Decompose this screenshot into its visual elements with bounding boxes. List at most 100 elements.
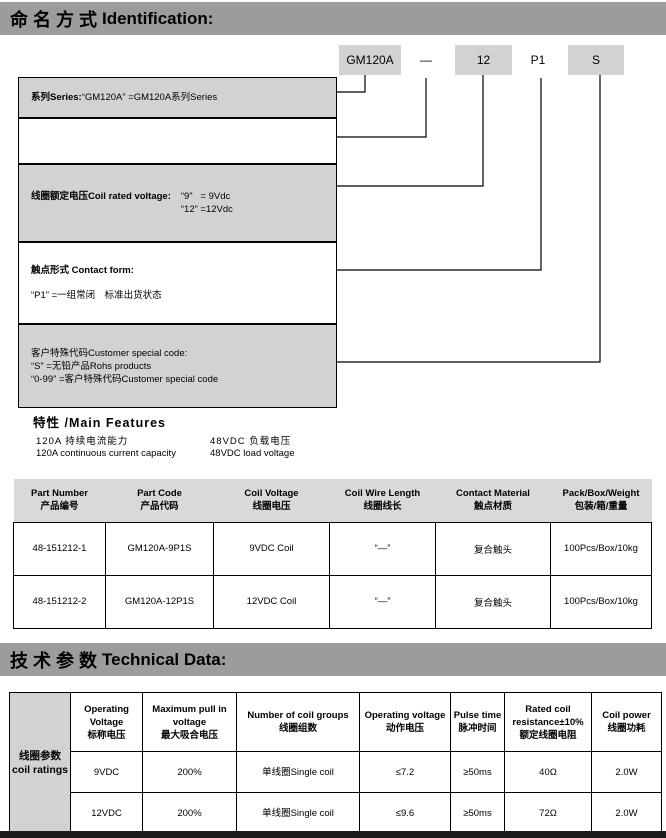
col-coil-groups-zh: 线圈组数 <box>278 723 317 734</box>
customer-code-line3: “0-99” =客户特殊代码Customer special code <box>31 373 219 385</box>
identification-title-en: Identification: <box>102 8 214 28</box>
part-table-row: 48-151212-1 GM120A-9P1S 9VDC Coil “—” 复合… <box>13 521 652 576</box>
col-operating-voltage-en: Operating Voltage <box>84 703 129 728</box>
col-part-number-zh: 产品编号 <box>40 501 79 513</box>
col-action-voltage: Operating voltage 动作电压 <box>359 692 451 752</box>
table-cell: 12VDC <box>70 792 143 834</box>
table-cell: 12VDC Coil <box>213 574 330 629</box>
coil-voltage-label: 线圈额定电压Coil rated voltage: <box>31 191 171 202</box>
coil-voltage-value-12: “12” =12Vdc <box>180 204 233 215</box>
col-coil-wire-length-zh: 线圈线长 <box>363 501 402 513</box>
tech-table-row: 9VDC 200% 单线圈Single coil ≤7.2 ≥50ms 40Ω … <box>10 751 662 793</box>
connector-line-series <box>337 75 366 93</box>
table-cell: 2.0W <box>591 751 662 793</box>
technical-title-en: Technical Data: <box>102 649 227 669</box>
col-pack-box-weight-en: Pack/Box/Weight <box>562 488 640 500</box>
table-cell: 单线圈Single coil <box>236 751 360 793</box>
code-part-special-code: S <box>568 45 624 75</box>
connector-line-voltage <box>337 75 484 187</box>
col-max-pull-in-voltage-en: Maximum pull in voltage <box>152 703 227 728</box>
series-explanation-text: 系列Series:“GM120A” =GM120A系列Series <box>31 91 330 104</box>
table-cell: ≥50ms <box>450 751 505 793</box>
customer-code-line2: “S” =无铅产品Rohs products <box>31 360 152 372</box>
table-cell: 72Ω <box>504 792 592 834</box>
col-rated-coil-resistance: Rated coil resistance±10%额定线圈电阻 <box>504 692 592 752</box>
table-cell: “—” <box>329 574 436 629</box>
table-cell: 2.0W <box>591 792 662 834</box>
col-max-pull-in-voltage-zh: 最大吸合电压 <box>160 729 218 741</box>
coil-ratings-label-zh: 线圈参数 <box>19 750 61 762</box>
feature-current-capacity-zh: 120A 持续电流能力 <box>36 436 129 447</box>
col-contact-material-zh: 触点材质 <box>473 501 512 513</box>
technical-title-zh: 技术参数 <box>10 650 102 671</box>
table-cell: 9VDC Coil <box>213 521 330 576</box>
table-cell: “—” <box>329 521 436 576</box>
table-cell: 48-151212-1 <box>13 521 106 576</box>
col-operating-voltage-zh: 标称电压 <box>87 729 126 741</box>
table-cell: ≤9.6 <box>359 792 451 834</box>
feature-current-capacity-en: 120A continuous current capacity <box>36 448 176 459</box>
table-cell: 200% <box>142 792 237 834</box>
series-value: “GM120A” =GM120A系列Series <box>81 92 218 103</box>
table-cell: 单线圈Single coil <box>236 792 360 834</box>
code-part-voltage: 12 <box>455 45 512 75</box>
coil-voltage-explanation-box: 线圈额定电压Coil rated voltage: “9” = 9Vdc “12… <box>18 164 337 242</box>
feature-load-voltage-en: 48VDC load voltage <box>210 448 295 459</box>
connector-line-special-code <box>337 75 601 363</box>
col-part-code-zh: 产品代码 <box>140 501 179 513</box>
table-cell: 100Pcs/Box/10kg <box>550 521 652 576</box>
bottom-cutoff-bar <box>0 831 666 838</box>
contact-form-label: 触点形式 Contact form: <box>31 265 134 276</box>
series-explanation-box: 系列Series:“GM120A” =GM120A系列Series <box>18 77 337 118</box>
col-rated-coil-resistance-en: Rated coil resistance±10% <box>512 703 584 728</box>
col-pulse-time-zh: 脉冲时间 <box>458 723 497 734</box>
tech-table-row: 12VDC 200% 单线圈Single coil ≤9.6 ≥50ms 72Ω… <box>10 792 662 834</box>
customer-code-explanation-box: 客户特殊代码Customer special code: “S” =无铅产品Ro… <box>18 324 337 408</box>
series-label: 系列Series: <box>31 92 82 103</box>
main-features-title: 特性 /Main Features <box>33 416 166 430</box>
table-cell: ≥50ms <box>450 792 505 834</box>
connector-line-contact-form <box>337 78 542 271</box>
connector-line-separator <box>337 78 427 138</box>
table-cell: 40Ω <box>504 751 592 793</box>
col-coil-voltage-en: Coil Voltage <box>244 488 299 500</box>
col-coil-voltage-zh: 线圈电压 <box>252 501 291 513</box>
col-coil-wire-length-en: Coil Wire Length <box>344 488 421 500</box>
coil-voltage-value-9: “9” = 9Vdc <box>180 191 231 202</box>
coil-ratings-row-label: 线圈参数 coil ratings <box>9 692 71 834</box>
col-pack-box-weight-zh: 包装/箱/重量 <box>574 501 628 513</box>
table-cell: 100Pcs/Box/10kg <box>550 574 652 629</box>
col-part-code-en: Part Code <box>137 488 182 500</box>
separator-explanation-box <box>18 118 337 164</box>
col-coil-power-zh: 线圈功耗 <box>607 723 646 734</box>
code-part-contact-form: P1 <box>530 53 546 67</box>
feature-current-capacity: 120A 持续电流能力 120A continuous current capa… <box>36 436 176 460</box>
col-rated-coil-resistance-zh: 额定线圈电阻 <box>519 729 577 741</box>
feature-load-voltage: 48VDC 负载电压 48VDC load voltage <box>210 436 295 460</box>
coil-ratings-label-en: coil ratings <box>11 764 68 776</box>
coil-voltage-text: 线圈额定电压Coil rated voltage: “9” = 9Vdc “12… <box>31 190 330 216</box>
table-cell: 9VDC <box>70 751 143 793</box>
customer-code-line1: 客户特殊代码Customer special code: <box>31 347 188 359</box>
col-action-voltage-zh: 动作电压 <box>385 723 424 734</box>
table-cell: GM120A-12P1S <box>105 574 214 629</box>
col-action-voltage-en: Operating voltage <box>364 710 446 721</box>
table-cell: 复合触头 <box>435 521 551 576</box>
contact-form-explanation-box: 触点形式 Contact form: “P1” =一组常闭 标准出货状态 <box>18 242 337 324</box>
coil-voltage-values: “9” = 9Vdc “12” =12Vdc <box>181 190 233 216</box>
